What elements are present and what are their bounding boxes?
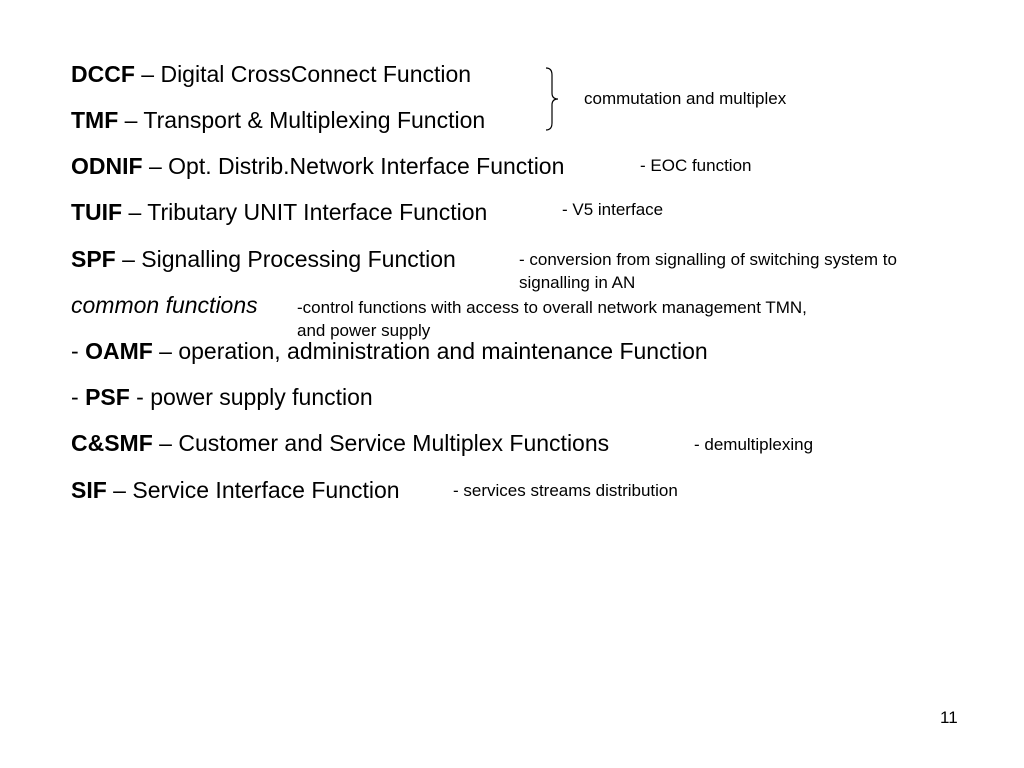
tuif-abbr: TUIF [71,199,123,225]
sif-line: SIF – Service Interface Function [71,477,400,503]
odnif-desc: – Opt. Distrib.Network Interface Functio… [142,153,565,179]
oamf-abbr: OAMF [85,338,153,364]
tmf-desc: – Transport & Multiplexing Function [118,107,486,133]
note-v5: - V5 interface [562,200,664,219]
note-control-line1: -control functions with access to overal… [297,298,807,317]
oamf-line: - OAMF – operation, administration and m… [71,338,708,364]
tuif-desc: – Tributary UNIT Interface Function [122,199,488,225]
csmf-line: C&SMF – Customer and Service Multiplex F… [71,430,609,456]
note-services: - services streams distribution [453,481,678,500]
note-demux: - demultiplexing [694,435,814,454]
oamf-prefix: - [71,338,86,364]
tuif-line: TUIF – Tributary UNIT Interface Function [71,199,487,225]
spf-line: SPF – Signalling Processing Function [71,246,456,272]
psf-line: - PSF - power supply function [71,384,373,410]
psf-desc: - power supply function [129,384,373,410]
dccf-desc: – Digital CrossConnect Function [134,61,472,87]
dccf-abbr: DCCF [71,61,135,87]
common-functions-label: common functions [71,292,258,318]
psf-abbr: PSF [85,384,130,410]
odnif-line: ODNIF – Opt. Distrib.Network Interface F… [71,153,564,179]
note-control-line2: and power supply [297,321,431,340]
csmf-desc: – Customer and Service Multiplex Functio… [152,430,610,456]
note-conversion-line1: - conversion from signalling of switchin… [519,250,897,269]
sif-abbr: SIF [71,477,107,503]
sif-desc: – Service Interface Function [106,477,400,503]
page-number: 11 [940,708,958,727]
odnif-abbr: ODNIF [71,153,143,179]
tmf-abbr: TMF [71,107,119,133]
dccf-line: DCCF – Digital CrossConnect Function [71,61,471,87]
psf-prefix: - [71,384,86,410]
oamf-desc: – operation, administration and maintena… [152,338,708,364]
note-eoc: - EOC function [640,156,752,175]
spf-desc: – Signalling Processing Function [115,246,456,272]
spf-abbr: SPF [71,246,116,272]
csmf-abbr: C&SMF [71,430,153,456]
note-commutation: commutation and multiplex [584,89,787,108]
right-brace-icon [545,67,559,131]
tmf-line: TMF – Transport & Multiplexing Function [71,107,485,133]
note-conversion-line2: signalling in AN [519,273,636,292]
